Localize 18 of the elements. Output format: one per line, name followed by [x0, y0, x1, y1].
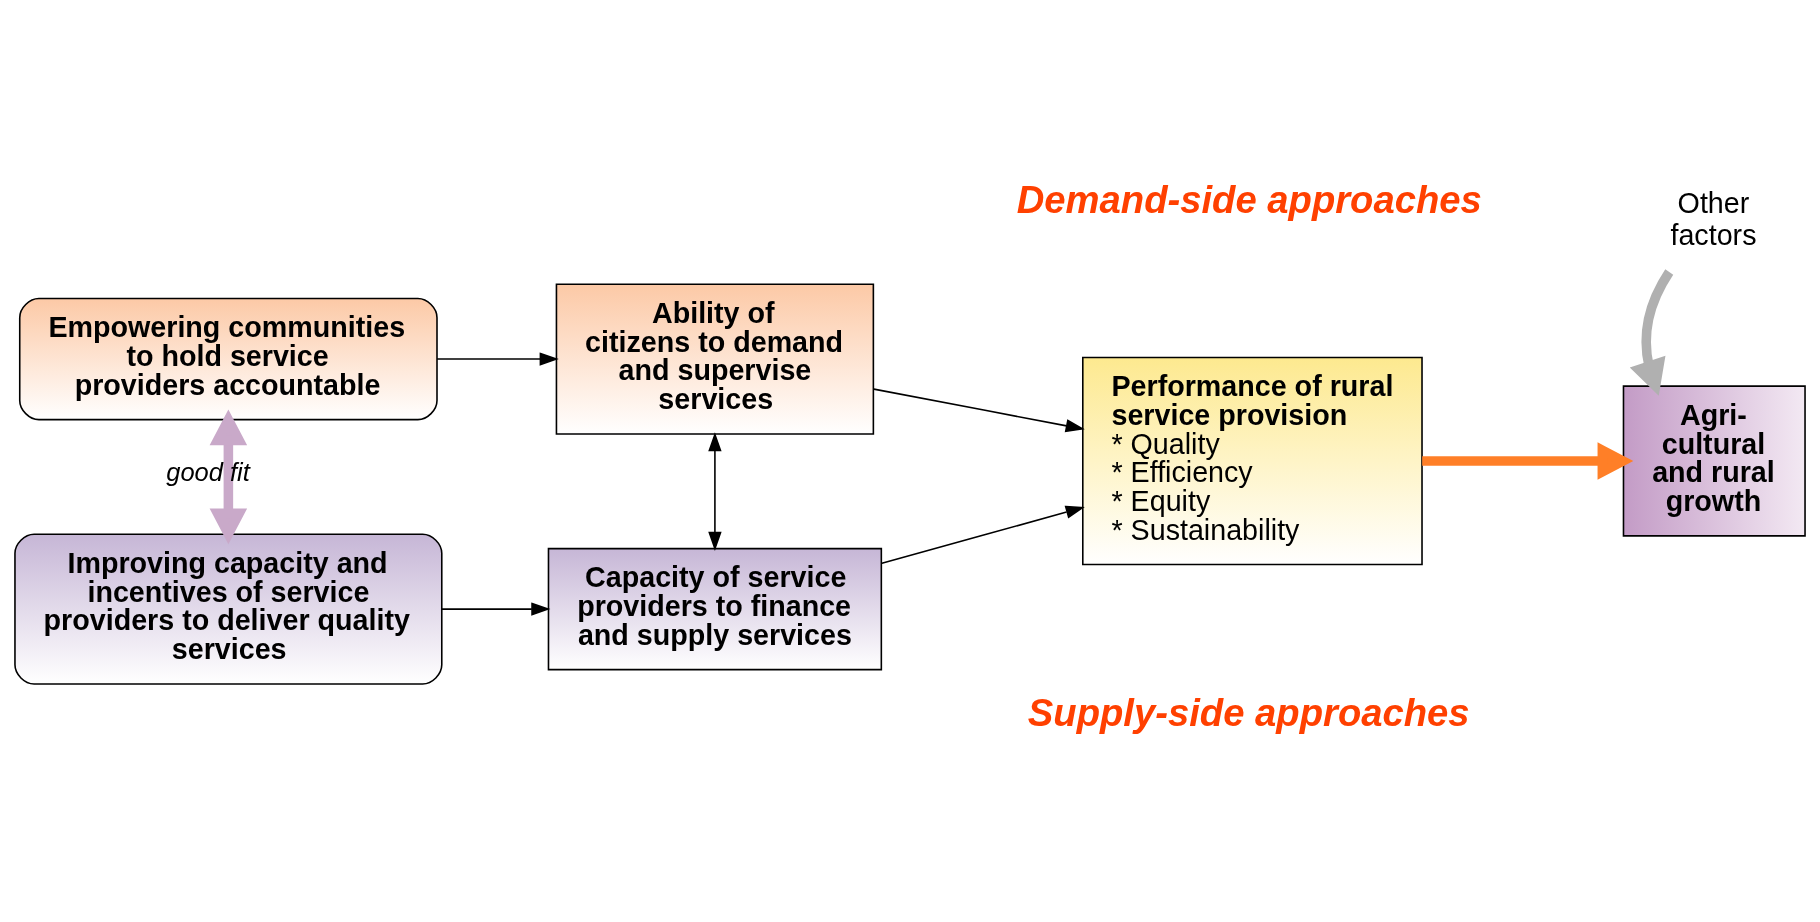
label: Demand-side approaches [1016, 177, 1482, 221]
node-box: Ability of citizens to demand and supervise services [555, 283, 875, 435]
edge-label: good fit [166, 458, 250, 487]
node-text: Other factors [1670, 187, 1757, 252]
node-box: Performance of rural service provision * Quality * Efficiency * Equity * Sustainability [1082, 356, 1423, 566]
arrow [441, 602, 551, 616]
arrow [708, 432, 722, 551]
arrow [873, 388, 1085, 433]
arrow [436, 352, 559, 366]
node-box: Capacity of service providers to finance and supply services [547, 547, 883, 671]
node-box: Improving capacity and incentives of service providers to deliver quality services [14, 533, 443, 685]
arrow [1629, 269, 1674, 396]
arrow [1422, 442, 1634, 480]
node-box: Agri- cultural and rural growth [1622, 385, 1806, 537]
label: Supply-side approaches [1027, 690, 1470, 734]
node-box: Empowering communities to hold service providers accountable [18, 297, 438, 421]
arrow [209, 409, 248, 545]
arrow [881, 505, 1085, 565]
